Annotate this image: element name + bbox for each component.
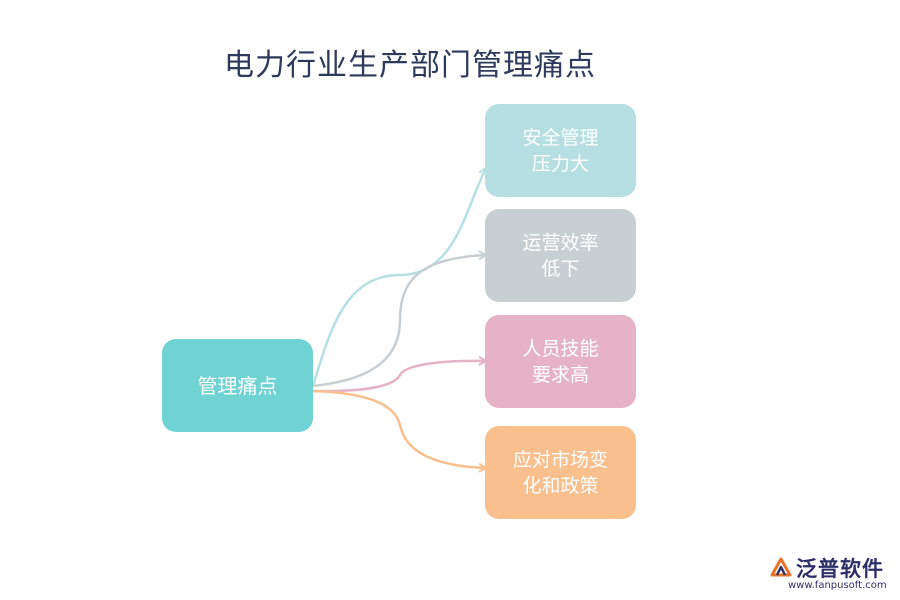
brand-name: 泛普软件 bbox=[796, 557, 884, 581]
child-node-label-line1: 运营效率 bbox=[522, 231, 599, 254]
child-node-efficiency: 运营效率 低下 bbox=[485, 209, 636, 302]
diagram-title: 电力行业生产部门管理痛点 bbox=[224, 48, 596, 83]
child-node-safety: 安全管理 压力大 bbox=[485, 104, 636, 197]
child-node-label-line1: 人员技能 bbox=[522, 337, 599, 360]
connector-2 bbox=[312, 255, 486, 388]
child-node-label-line1: 应对市场变 bbox=[512, 448, 608, 471]
child-node-label-line2: 压力大 bbox=[531, 152, 589, 175]
child-node-skills: 人员技能 要求高 bbox=[485, 315, 636, 408]
child-node-market-policy: 应对市场变 化和政策 bbox=[485, 426, 636, 519]
connector-3 bbox=[312, 361, 486, 393]
brand-logo: 泛普软件 www.fanpusoft.com bbox=[768, 553, 896, 597]
child-node-label-line2: 低下 bbox=[541, 257, 580, 280]
connector-4 bbox=[312, 389, 486, 468]
brand-url: www.fanpusoft.com bbox=[788, 580, 887, 591]
child-node-label-line2: 要求高 bbox=[531, 363, 589, 386]
connector-1 bbox=[311, 168, 486, 387]
root-node: 管理痛点 bbox=[162, 339, 313, 432]
child-node-label-line1: 安全管理 bbox=[522, 126, 599, 149]
fanpu-logo-icon bbox=[770, 557, 792, 577]
root-node-label: 管理痛点 bbox=[197, 373, 278, 398]
child-node-label-line2: 化和政策 bbox=[522, 474, 599, 497]
